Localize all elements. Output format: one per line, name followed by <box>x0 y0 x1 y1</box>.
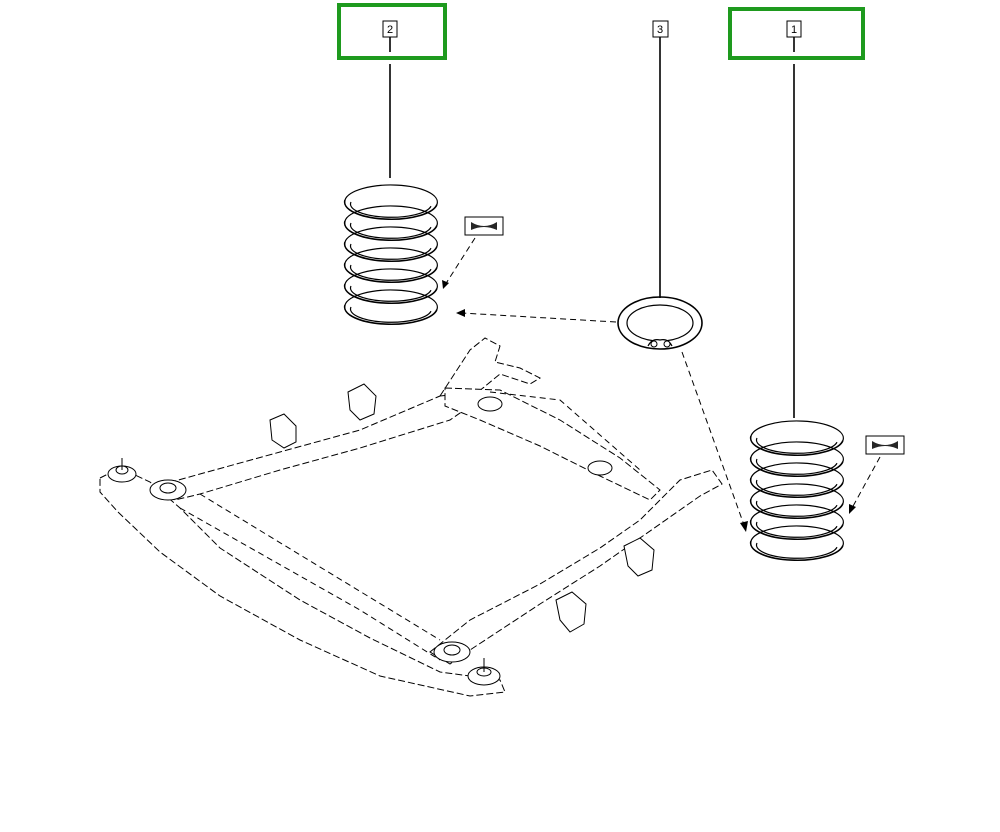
spring-coil-front <box>343 262 438 284</box>
ring-arrow-to-spring-1-head <box>740 521 748 532</box>
spring-coil-back <box>344 289 438 310</box>
spring-coil-back <box>750 420 844 441</box>
tag-arrow-2 <box>444 237 476 286</box>
spring-coil-front <box>749 498 844 520</box>
callout-3[interactable]: 3 <box>652 20 669 38</box>
spring-marking-tag-icon <box>865 435 905 455</box>
spring-coil-back <box>750 483 844 504</box>
coil-spring-2[interactable] <box>343 184 438 326</box>
ring-arrow-to-spring-2-head <box>456 309 465 317</box>
tag-arrow-2-head <box>442 280 449 289</box>
highlight-frame-1[interactable] <box>728 7 865 60</box>
spring-coil-front <box>343 283 438 305</box>
spring-coil-back <box>750 504 844 525</box>
callout-1-label: 1 <box>791 24 797 36</box>
coil-spring-1[interactable] <box>749 420 844 562</box>
ring-arrow-to-spring-2 <box>461 312 617 323</box>
spring-marking-tag-icon <box>464 216 504 236</box>
front-subframe <box>99 337 723 697</box>
spring-coil-back <box>344 184 438 205</box>
spring-coil-front <box>749 477 844 499</box>
spring-seat-ring[interactable] <box>617 296 703 350</box>
spring-coil-front <box>749 456 844 478</box>
spring-coil-front <box>343 241 438 263</box>
spring-coil-front <box>343 220 438 242</box>
spring-coil-back <box>750 462 844 483</box>
spring-coil-front <box>749 540 844 562</box>
spring-coil-back <box>344 247 438 268</box>
tag-arrow-1 <box>851 456 881 509</box>
callout-2[interactable]: 2 <box>382 20 398 38</box>
spring-coil-front <box>343 304 438 326</box>
ring-arrow-to-spring-1 <box>681 351 745 526</box>
callout-3-label: 3 <box>657 24 663 36</box>
spring-coil-back <box>750 441 844 462</box>
spring-coil-front <box>343 199 438 221</box>
callout-1[interactable]: 1 <box>786 20 802 38</box>
spring-coil-inner <box>755 542 838 559</box>
highlight-frame-2[interactable] <box>337 3 447 60</box>
spring-coil-back <box>344 226 438 247</box>
spring-coil-front <box>749 435 844 457</box>
spring-coil-back <box>750 525 844 546</box>
callout-2-label: 2 <box>387 24 393 36</box>
spring-coil-inner <box>349 306 432 323</box>
spring-coil-back <box>344 205 438 226</box>
spring-coil-front <box>749 519 844 541</box>
tag-arrow-1-head <box>849 504 856 514</box>
spring-coil-back <box>344 268 438 289</box>
